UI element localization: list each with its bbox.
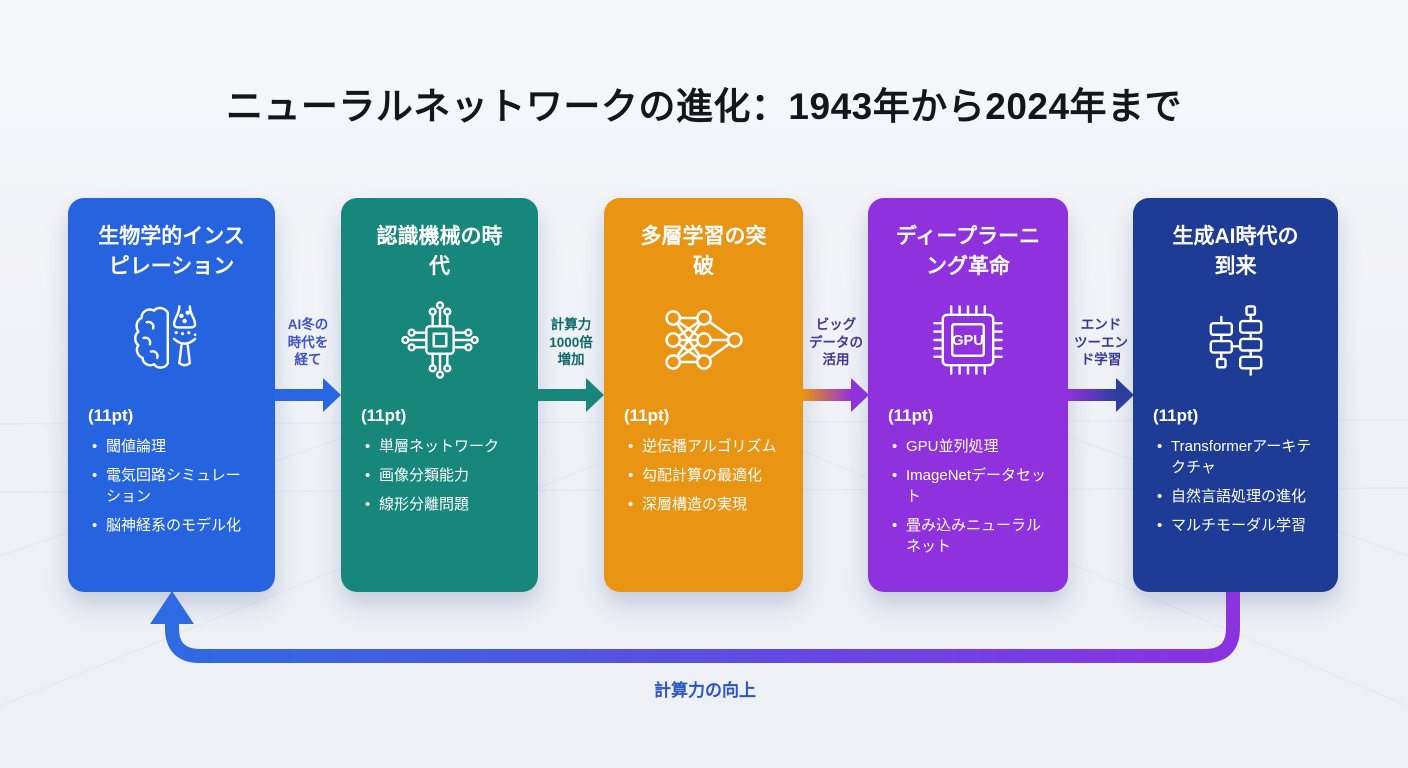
- stage-card-biological-inspiration: 生物学的インス ピレーション (11pt) 閾値論理: [68, 198, 275, 592]
- bullet-item: 深層構造の実現: [626, 494, 783, 515]
- stage-card-perceptron-era: 認識機械の時 代 (11pt) 単層ネットワーク 画像分類: [341, 198, 538, 592]
- bullet-item: マルチモーダル学習: [1155, 515, 1318, 536]
- page-title: ニューラルネットワークの進化：1943年から2024年まで: [225, 86, 1183, 127]
- right-arrow-icon: [1068, 377, 1134, 412]
- stage-title: 認識機械の時 代: [376, 225, 503, 278]
- bullet-item: GPU並列処理: [890, 436, 1048, 457]
- connector-label: エンド ツーエン ド学習: [1074, 317, 1128, 368]
- circuit-chip-icon: [361, 294, 518, 386]
- connector-label: 計算力 1000倍 増加: [549, 317, 593, 368]
- right-arrow-icon: [803, 377, 869, 412]
- stage-card-deep-learning-revolution: ディープラーニ ング革命 GPU (11pt) GPU並列処理 ImageNet…: [868, 198, 1068, 592]
- bullet-item: 自然言語処理の進化: [1155, 486, 1318, 507]
- font-size-label: (11pt): [361, 406, 407, 425]
- connector-label: AI冬の 時代を 経て: [287, 317, 329, 368]
- connector-label: ビッグ データの 活用: [809, 317, 863, 368]
- bullet-item: 電気回路シミュレーション: [90, 465, 255, 507]
- right-arrow-icon: [275, 377, 341, 412]
- feedback-loop-arrow: [150, 591, 1240, 663]
- bullet-item: 単層ネットワーク: [363, 436, 518, 457]
- stage-title: 多層学習の突 破: [640, 225, 767, 278]
- stage-bullet-list: GPU並列処理 ImageNetデータセット 畳み込みニューラルネット: [888, 436, 1048, 557]
- bullet-item: ImageNetデータセット: [890, 465, 1048, 507]
- neural-network-icon: [624, 294, 783, 386]
- bullet-item: 勾配計算の最適化: [626, 465, 783, 486]
- font-size-label: (11pt): [888, 406, 934, 425]
- bullet-item: 畳み込みニューラルネット: [890, 515, 1048, 557]
- font-size-label: (11pt): [1153, 406, 1199, 425]
- bullet-item: 画像分類能力: [363, 465, 518, 486]
- bullet-item: 脳神経系のモデル化: [90, 515, 255, 536]
- stage-bullet-list: 閾値論理 電気回路シミュレーション 脳神経系のモデル化: [88, 436, 255, 536]
- stage-title: ディープラーニ ング革命: [895, 225, 1041, 278]
- svg-text:GPU: GPU: [952, 333, 984, 349]
- stage-title: 生物学的インス ピレーション: [98, 225, 245, 278]
- brain-synapse-icon: [88, 294, 255, 386]
- stage-title: 生成AI時代の 到来: [1172, 225, 1299, 278]
- transformer-blocks-icon: [1153, 294, 1318, 386]
- stage-card-multilayer-breakthrough: 多層学習の突 破 (11pt) 逆伝播アルゴリズム 勾配計算: [604, 198, 803, 592]
- font-size-label: (11pt): [624, 406, 670, 425]
- feedback-arrow-label: 計算力の向上: [654, 681, 756, 700]
- bullet-item: 逆伝播アルゴリズム: [626, 436, 783, 457]
- connector-compute-1000x: 計算力 1000倍 増加: [538, 316, 604, 412]
- font-size-label: (11pt): [88, 406, 134, 425]
- bullet-item: Transformerアーキテクチャ: [1155, 436, 1318, 478]
- connector-end-to-end: エンド ツーエン ド学習: [1068, 316, 1134, 412]
- stage-bullet-list: 逆伝播アルゴリズム 勾配計算の最適化 深層構造の実現: [624, 436, 783, 515]
- bullet-item: 閾値論理: [90, 436, 255, 457]
- connector-big-data: ビッグ データの 活用: [803, 316, 869, 412]
- bullet-item: 線形分離問題: [363, 494, 518, 515]
- stage-bullet-list: Transformerアーキテクチャ 自然言語処理の進化 マルチモーダル学習: [1153, 436, 1318, 536]
- stage-bullet-list: 単層ネットワーク 画像分類能力 線形分離問題: [361, 436, 518, 515]
- connector-ai-winter: AI冬の 時代を 経て: [275, 316, 341, 412]
- gpu-chip-icon: GPU: [888, 294, 1048, 386]
- right-arrow-icon: [538, 377, 604, 412]
- stage-card-generative-ai-era: 生成AI時代の 到来 (11pt) Transformerアーキテクチャ 自然言…: [1133, 198, 1338, 592]
